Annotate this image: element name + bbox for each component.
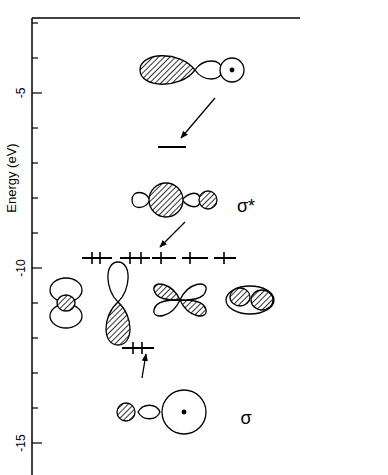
orbital-label: σ* [237,197,255,215]
tick-mark [32,442,42,443]
tick-mark [32,162,38,163]
tick-mark [32,267,42,268]
tick-mark [32,92,42,93]
tick-mark [32,197,38,198]
electron-mark [129,252,131,264]
tick-mark [32,407,38,408]
tick-mark [32,127,38,128]
tick-label: -5 [15,88,27,99]
tick-mark [32,337,38,338]
axis-frame [32,18,300,475]
electron-mark [99,252,101,264]
electron-mark [223,252,225,264]
tick-label: -10 [15,259,27,276]
tick-mark [32,22,38,23]
tick-label: -15 [15,434,27,451]
electron-mark [140,252,142,264]
electron-mark [91,252,93,264]
orbital-label: σ [240,409,251,427]
electron-mark [189,252,191,264]
axis-ticks [32,23,42,475]
tick-mark [32,302,38,303]
axis-title: Energy (eV) [5,143,18,212]
tick-mark [32,232,38,233]
tick-mark [32,57,38,58]
electron-mark [160,252,162,264]
tick-mark [32,372,38,373]
orbital-sketches [50,56,274,434]
